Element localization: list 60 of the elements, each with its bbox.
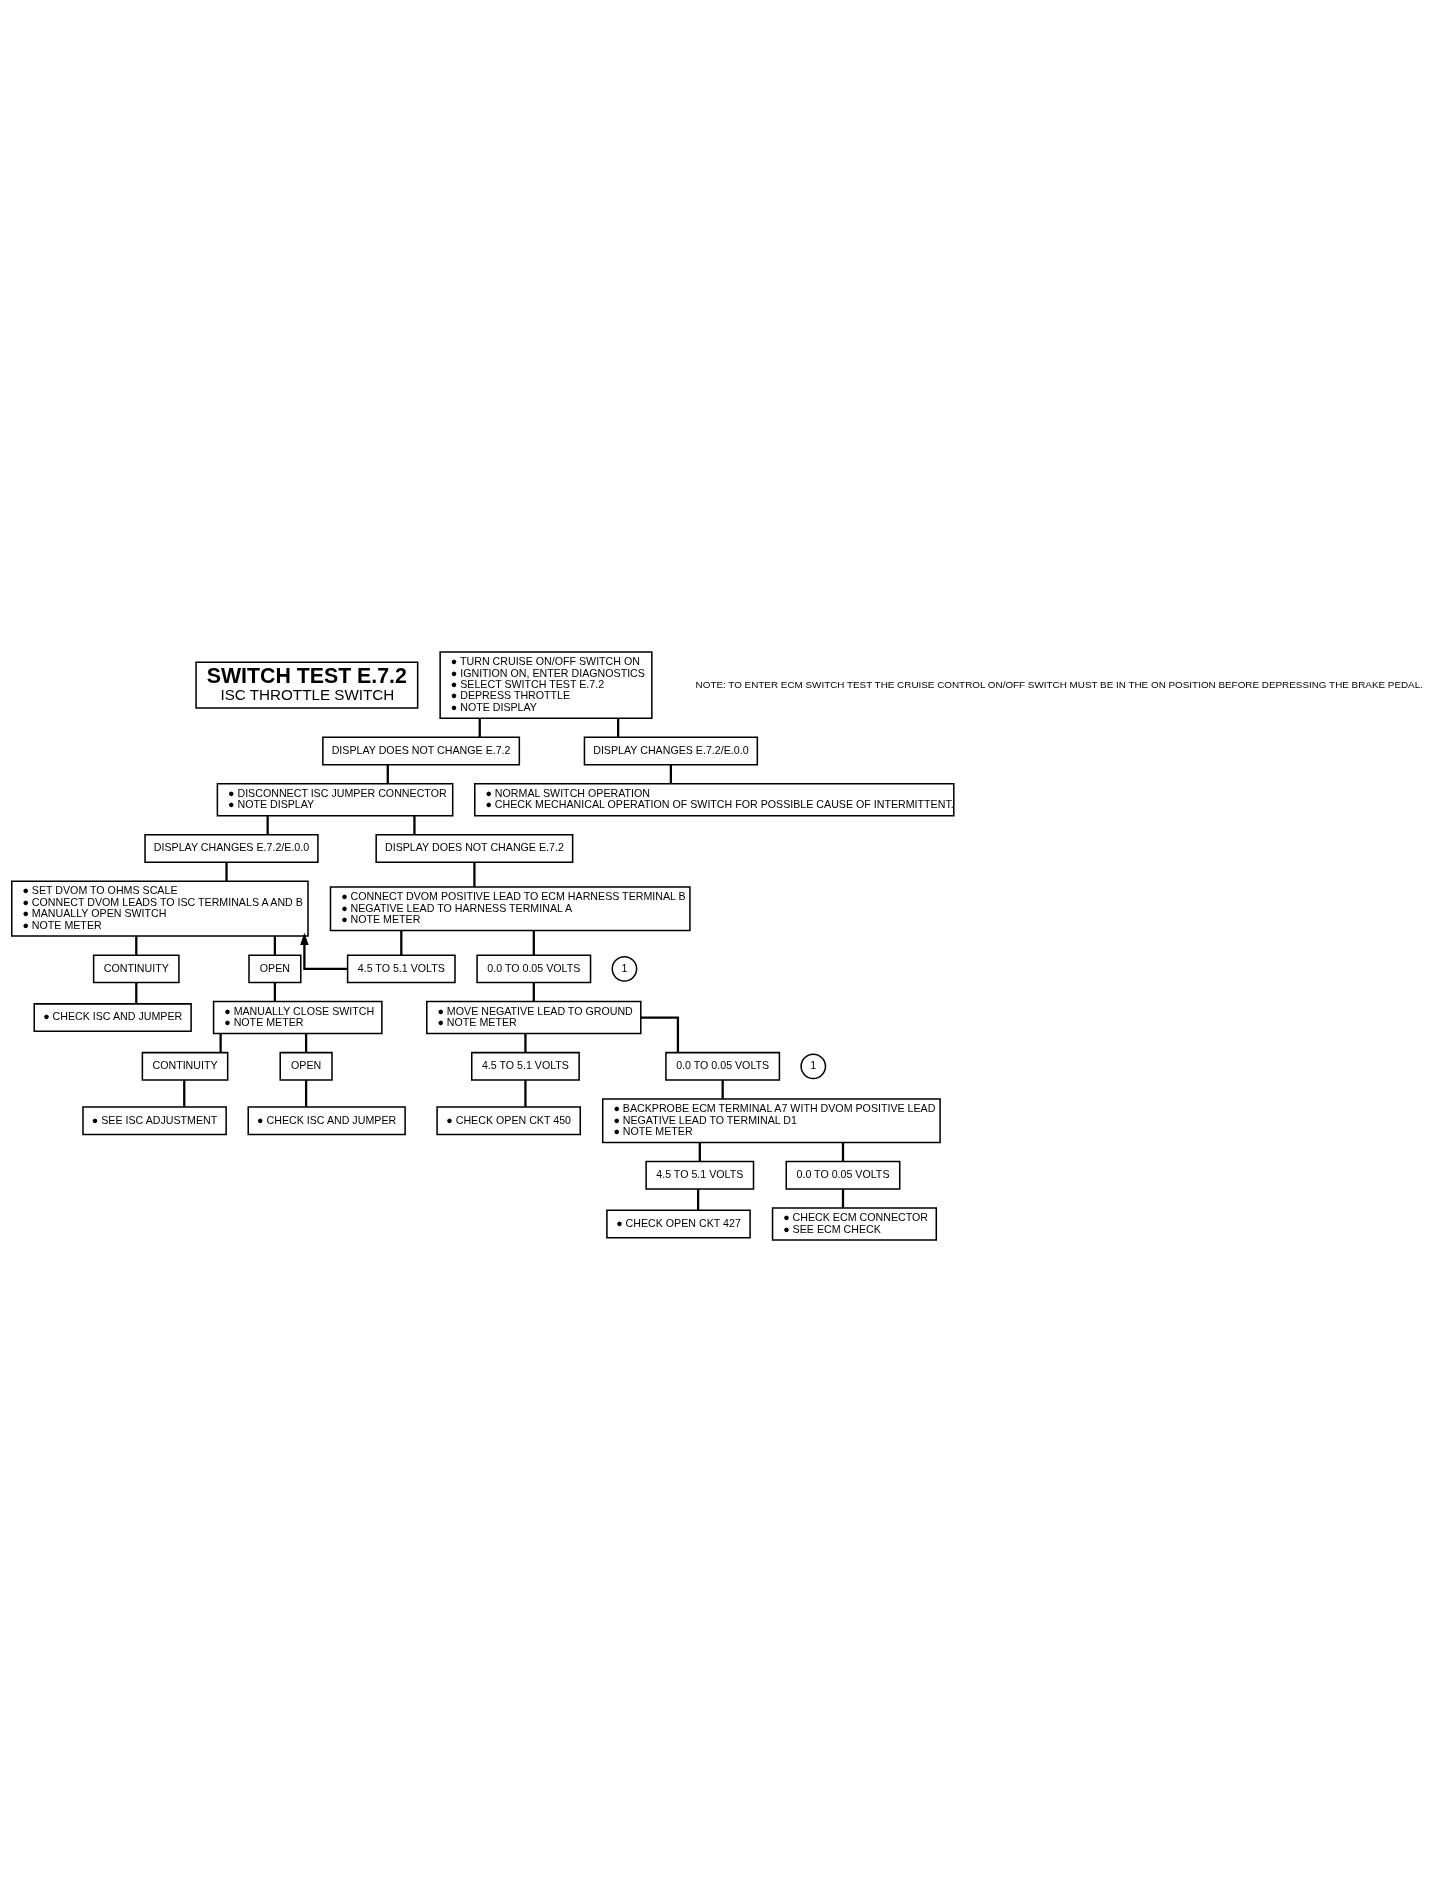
connector [225,862,228,882]
connector [386,764,389,784]
node-box: CONTINUITY [141,1051,229,1081]
connector [266,816,269,835]
node-box: ● CHECK OPEN CKT 450 [436,1106,581,1136]
connector [135,982,138,1004]
node-box: ● CHECK ECM CONNECTOR ● SEE ECM CHECK [771,1207,938,1241]
connector [532,930,535,955]
node-box: OPEN [279,1051,333,1081]
node-circle: 1 [611,955,638,982]
node-box: ● CHECK ISC AND JUMPER [33,1003,192,1033]
connector [273,982,276,1002]
connector [640,1016,680,1053]
connector [524,1080,527,1107]
node-box: ● CHECK ISC AND JUMPER [247,1106,406,1136]
connector [669,764,672,784]
node-box: 0.0 TO 0.05 VOLTS [785,1160,901,1190]
node-circle: 1 [800,1053,827,1080]
connector [617,718,620,738]
node-box: ● DISCONNECT ISC JUMPER CONNECTOR ● NOTE DISPLAY [216,783,454,817]
connector [478,718,481,738]
node-box: ● MOVE NEGATIVE LEAD TO GROUND ● NOTE METER [426,1000,642,1035]
node-box: ● TURN CRUISE ON/OFF SWITCH ON ● IGNITION ON, ENTER DIAGNOSTICS ● SELECT SWITCH TEST E.7.2 ● DEPRESS THROTTLE ● NOTE DISPLAY [439,651,653,720]
node-box: DISPLAY CHANGES E.7.2/E.0.0 [583,736,759,766]
node-box: 4.5 TO 5.1 VOLTS [346,954,456,984]
node-box: ● NORMAL SWITCH OPERATION ● CHECK MECHANICAL OPERATION OF SWITCH FOR POSSIBLE CAUSE OF INTERMITTENT. [474,783,955,817]
connector [413,816,416,835]
label: NOTE: TO ENTER ECM SWITCH TEST THE CRUISE CONTROL ON/OFF SWITCH MUST BE IN THE ON POSITION BEFORE DEPRESSING THE BRAKE PEDAL. [695,678,1423,690]
node-box: ● SEE ISC ADJUSTMENT [82,1106,227,1136]
node-box: DISPLAY CHANGES E.7.2/E.0.0 [144,834,319,863]
node-box: DISPLAY DOES NOT CHANGE E.7.2 [322,736,521,766]
connector [841,1189,845,1208]
node-box: 0.0 TO 0.05 VOLTS [665,1051,781,1081]
node-box: 4.5 TO 5.1 VOLTS [471,1051,580,1081]
node-box: OPEN [248,954,302,984]
connector [721,1080,724,1099]
node-box: ● SET DVOM TO OHMS SCALE ● CONNECT DVOM LEADS TO ISC TERMINALS A AND B ● MANUALLY OPEN SWITCH ● NOTE METER [11,880,309,937]
node-box: 0.0 TO 0.05 VOLTS [476,954,592,984]
connector [524,1033,527,1053]
connector [135,936,138,955]
connector [304,1080,308,1107]
connector [273,936,276,955]
connector [183,1080,186,1107]
node-box: ● MANUALLY CLOSE SWITCH ● NOTE METER [212,1000,383,1035]
connector [532,982,535,1002]
connector [400,930,403,955]
node-box: DISPLAY DOES NOT CHANGE E.7.2 [375,834,574,863]
connector [698,1142,701,1162]
node-box: ● BACKPROBE ECM TERMINAL A7 WITH DVOM POSITIVE LEAD ● NEGATIVE LEAD TO TERMINAL D1 ● NOTE METER [601,1098,941,1144]
connector [696,1189,700,1210]
node-box: ● CHECK OPEN CKT 427 [606,1209,751,1239]
connector [841,1142,845,1162]
arrow [300,932,348,970]
connector [473,862,476,887]
node-box: SWITCH TEST E.7.2 ISC THROTTLE SWITCH [195,661,419,709]
node-box: CONTINUITY [92,954,180,984]
connector [219,1033,222,1053]
node-box: ● CONNECT DVOM POSITIVE LEAD TO ECM HARNESS TERMINAL B ● NEGATIVE LEAD TO HARNESS TERMINAL A ● NOTE METER [329,886,691,932]
connector [304,1033,308,1053]
node-box: 4.5 TO 5.1 VOLTS [645,1160,755,1190]
